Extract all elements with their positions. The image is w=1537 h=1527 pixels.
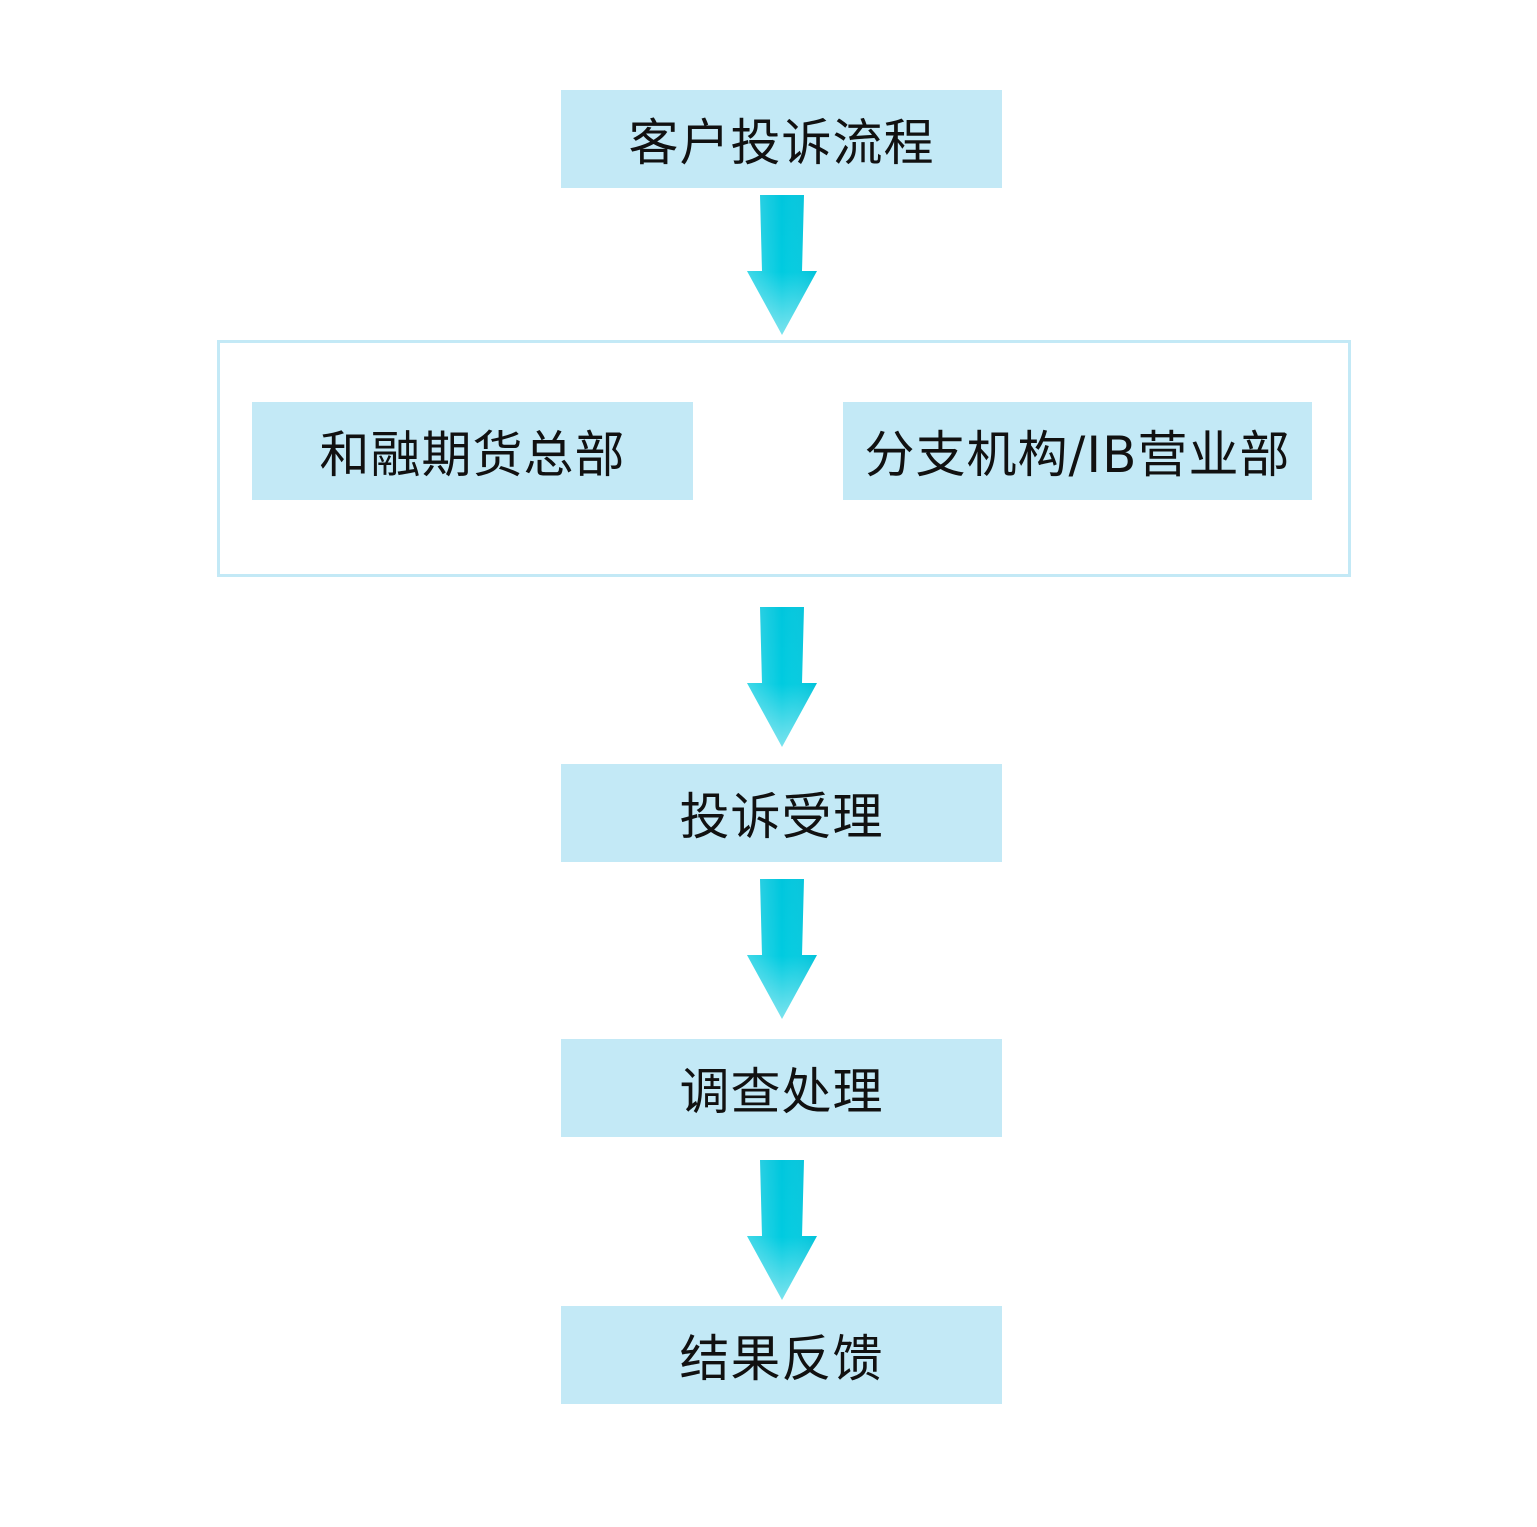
branch-label: 和融期货总部 (319, 426, 626, 484)
step-box-investigate: 调查处理 (561, 1039, 1002, 1137)
title-label: 客户投诉流程 (628, 114, 935, 172)
down-arrow-icon (747, 879, 817, 1019)
down-arrow-icon (747, 195, 817, 335)
branch-box-headquarters: 和融期货总部 (252, 402, 693, 500)
branch-box-ib: 分支机构/IB营业部 (843, 402, 1312, 500)
step-label: 投诉受理 (679, 788, 884, 846)
step-box-accept: 投诉受理 (561, 764, 1002, 862)
step-box-feedback: 结果反馈 (561, 1306, 1002, 1404)
branch-label: 分支机构/IB营业部 (864, 426, 1291, 484)
step-label: 结果反馈 (679, 1330, 884, 1388)
title-box: 客户投诉流程 (561, 90, 1002, 188)
down-arrow-icon (747, 1160, 817, 1300)
down-arrow-icon (747, 607, 817, 747)
branch-group (217, 340, 1351, 577)
step-label: 调查处理 (679, 1063, 884, 1121)
